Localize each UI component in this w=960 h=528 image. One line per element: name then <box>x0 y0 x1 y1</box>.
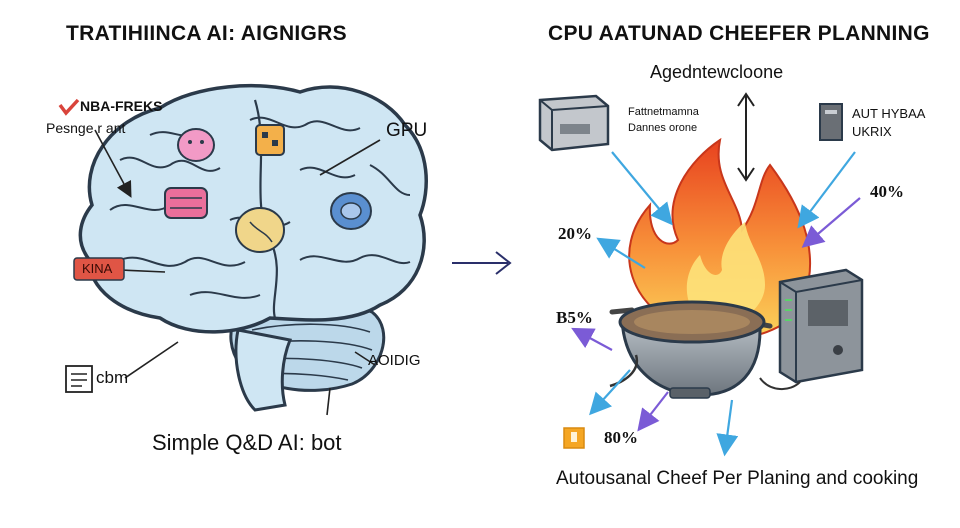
pct-c: B5% <box>556 308 593 327</box>
server-note-2: Dannes orone <box>628 122 698 134</box>
checkmark-icon <box>58 98 80 116</box>
cable <box>609 354 639 388</box>
label-aoidig: AOIDIG <box>368 352 421 369</box>
left-title: TRATIHIINCA AI: AIGNIGRS <box>66 22 347 45</box>
server-box-icon <box>538 94 610 152</box>
flow-arrow <box>452 251 512 275</box>
left-caption: Simple Q&D AI: bot <box>152 430 342 455</box>
label-tag-top: NBA-FREKS <box>80 98 163 114</box>
cooking-pot-icon <box>609 300 773 399</box>
small-tower-icon <box>819 103 843 141</box>
orange-chip-icon <box>255 124 285 156</box>
right-arrows <box>571 151 861 457</box>
right-subtitle: Agedntewcloone <box>650 62 784 82</box>
double-arrow <box>737 92 755 182</box>
pink-processor-icon <box>164 187 208 219</box>
right-label-1: AUT HYBAA <box>852 106 926 121</box>
label-gpu: GPU <box>386 120 428 141</box>
pink-chip-icon <box>177 128 215 162</box>
yellow-core-icon <box>235 207 285 253</box>
pct-b: 20% <box>558 224 592 243</box>
left-callouts <box>94 129 381 416</box>
pct-a: 40% <box>870 182 904 201</box>
right-title: CPU AATUNAD CHEEFER PLANNING <box>548 22 930 45</box>
label-tag-sub: Pesnge r ant <box>46 120 126 136</box>
label-red-tag: KINA <box>82 261 113 276</box>
right-caption: Autousanal Cheef Per Planing and cooking <box>556 468 919 489</box>
red-tag-box <box>73 257 125 281</box>
server-tower-icon <box>759 268 864 390</box>
document-icon <box>65 365 93 393</box>
pct-d: 80% <box>604 428 638 447</box>
right-label-2: UKRIX <box>852 124 892 139</box>
server-note-1: Fattnetmamna <box>628 106 699 118</box>
label-doc: cbm <box>96 368 129 387</box>
orange-square-mark <box>571 432 577 442</box>
blue-gpu-icon <box>330 192 372 230</box>
